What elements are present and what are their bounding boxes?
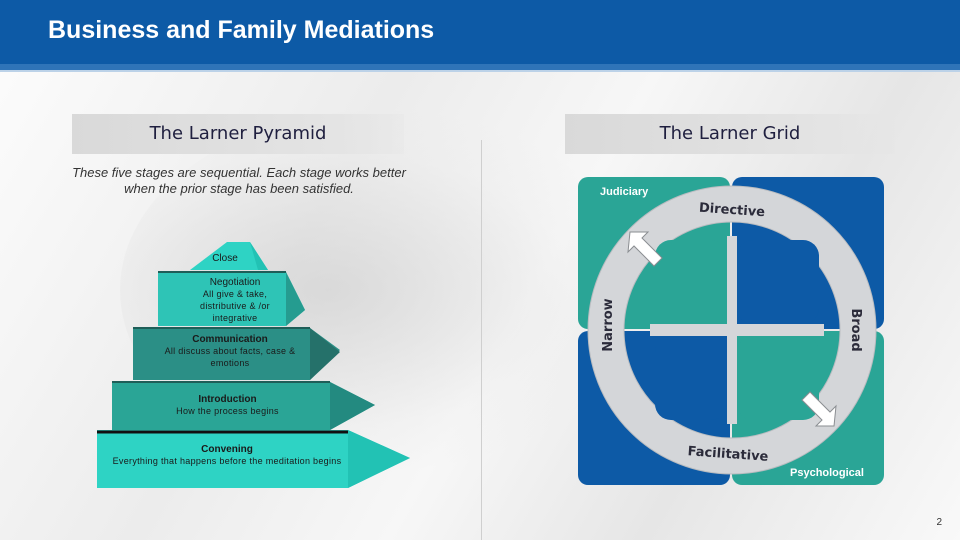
pyramid-tier-introduction <box>112 382 375 430</box>
pyramid-level-communication: Communication All discuss about facts, c… <box>160 334 300 369</box>
arrow-down-right-icon <box>801 391 837 427</box>
grid-heading: The Larner Grid <box>565 114 895 154</box>
grid-inner-top-left <box>655 240 727 324</box>
grid-inner-bottom-left <box>655 336 727 420</box>
grid-inner-bottom-right <box>737 336 819 420</box>
pyramid-heading: The Larner Pyramid <box>72 114 404 154</box>
page-title: Business and Family Mediations <box>48 16 435 44</box>
grid-inner-top-right <box>737 240 819 324</box>
label-broad: Broad <box>848 308 863 351</box>
pyramid-level-negotiation: Negotiation All give & take, distributiv… <box>180 277 290 324</box>
pyramid-tier-convening <box>97 430 410 488</box>
level-description: All give & take, distributive & /or inte… <box>200 289 270 323</box>
pyramid-level-convening: Convening Everything that happens before… <box>112 444 342 467</box>
grid-ring <box>588 186 876 474</box>
level-title: Negotiation <box>209 277 261 288</box>
level-description: How the process begins <box>176 406 279 416</box>
label-psychological: Psychological <box>790 467 864 479</box>
pyramid-level-introduction: Introduction How the process begins <box>140 394 315 417</box>
pyramid-tier-communication <box>133 328 340 380</box>
level-title: Introduction <box>198 394 257 405</box>
page-number: 2 <box>936 517 942 528</box>
level-title: Close <box>212 253 238 264</box>
level-title: Communication <box>192 334 268 345</box>
pyramid-level-close: Close <box>200 253 250 264</box>
level-title: Convening <box>201 444 253 455</box>
header-bar: Business and Family Mediations <box>0 0 960 64</box>
label-facilitative: Facilitative <box>687 444 769 465</box>
pyramid-intro: These five stages are sequential. Each s… <box>72 165 406 196</box>
pyramid-tier-negotiation <box>158 272 305 326</box>
level-description: All discuss about facts, case & emotions <box>164 346 296 368</box>
column-divider <box>481 140 482 540</box>
header-underline <box>0 64 960 72</box>
pyramid-tier-close <box>190 242 268 270</box>
level-description: Everything that happens before the medit… <box>112 456 342 466</box>
arrow-up-left-icon <box>627 231 663 267</box>
label-directive: Directive <box>698 201 765 221</box>
label-judiciary: Judiciary <box>600 186 649 198</box>
label-narrow: Narrow <box>601 298 616 351</box>
